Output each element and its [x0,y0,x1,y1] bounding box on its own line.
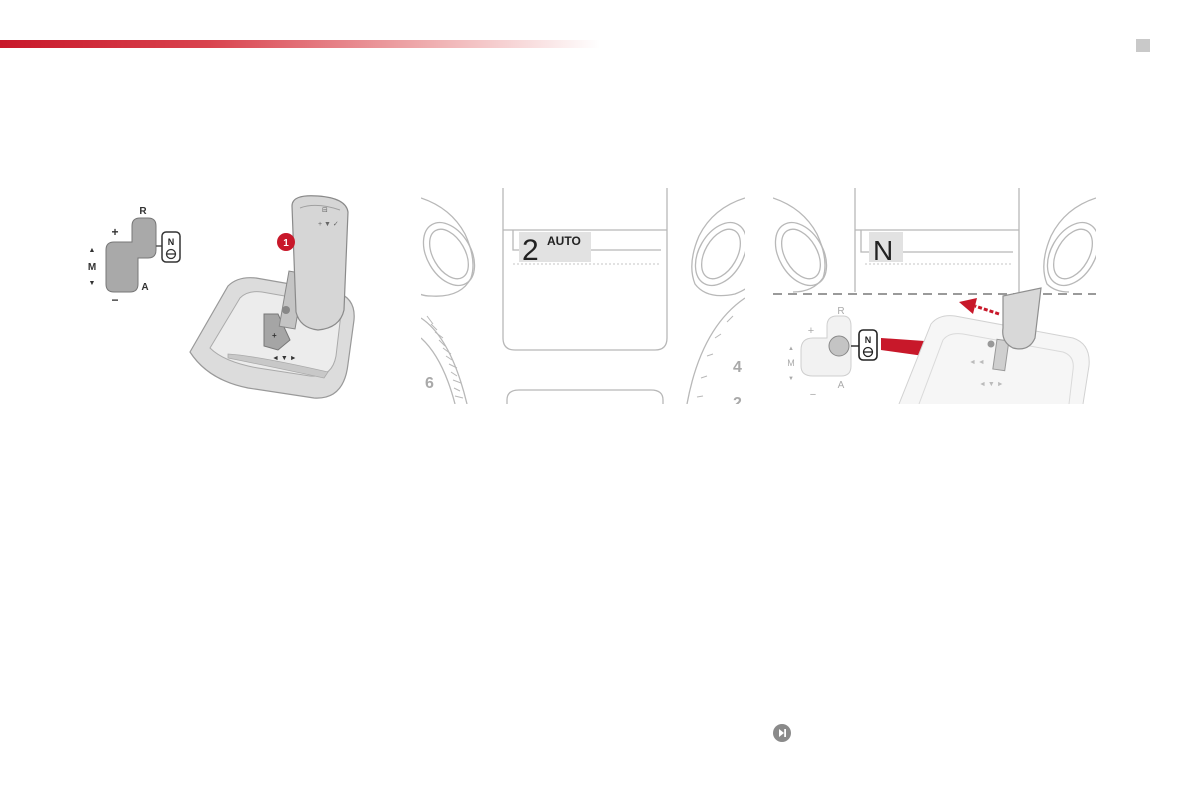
gate-label-a: A [141,282,148,293]
neutral-gate-label-n: N [865,335,872,345]
gate-label-r: R [139,206,147,217]
svg-text:▼: ▼ [89,280,96,287]
gate-label-minus: − [111,293,118,307]
figure-gear-lever: R + M ▲ ▼ − A N + ◄ ▼ ► ⊟ [78,188,378,404]
figure-instrument-cluster: 6 4 2 2 AUTO [421,188,745,404]
push-direction-arrow [959,298,1000,316]
callout-number: 1 [283,238,289,249]
neutral-display-highlight [869,232,903,262]
dial-right-number-2: 2 [733,395,742,404]
neutral-gate-label-r: R [837,306,844,317]
page-corner-marker [1136,39,1150,52]
svg-text:▲: ▲ [89,247,96,254]
next-page-button[interactable] [773,724,791,742]
callout-badge [277,233,295,251]
figure-neutral-selection: N R + M ▲ ▼ − A N ◄ ◄ ◄ ▼ ► [773,188,1096,404]
svg-text:+ ▼ ✓: + ▼ ✓ [318,221,339,228]
neutral-gate-label-m: M [787,358,795,368]
svg-text:◄ ◄: ◄ ◄ [969,359,985,366]
gear-display-digit: 2 [522,234,539,267]
gate-label-n: N [168,237,175,247]
next-page-icon [779,729,786,737]
neutral-lever-illustration: ◄ ◄ ◄ ▼ ► [898,287,1090,404]
svg-text:+: + [272,331,277,340]
gear-display-highlight [519,232,591,262]
neutral-gate-label-minus: − [810,389,816,401]
neutral-gear-display: N [873,235,893,266]
neutral-gate-label-a: A [838,380,845,391]
neutral-gate-label-plus: + [808,325,814,337]
mode-display: AUTO [547,234,581,248]
neutral-gate-diagram: R + M ▲ ▼ − A N [787,306,878,401]
gate-label-plus: + [111,225,118,239]
gear-console-illustration: + ◄ ▼ ► ⊟ + ▼ ✓ 1 [189,195,355,399]
svg-text:▼: ▼ [788,376,794,382]
gate-label-m: M [88,262,96,273]
svg-text:⊟: ⊟ [322,207,328,214]
gear-gate-diagram: R + M ▲ ▼ − A N [88,206,181,307]
dial-right-number: 4 [733,359,742,376]
svg-text:◄ ▼ ►: ◄ ▼ ► [272,355,297,362]
svg-text:◄ ▼ ►: ◄ ▼ ► [979,381,1004,388]
header-accent-bar [0,40,600,48]
svg-text:▲: ▲ [788,346,794,352]
dial-left-number: 6 [425,375,434,392]
